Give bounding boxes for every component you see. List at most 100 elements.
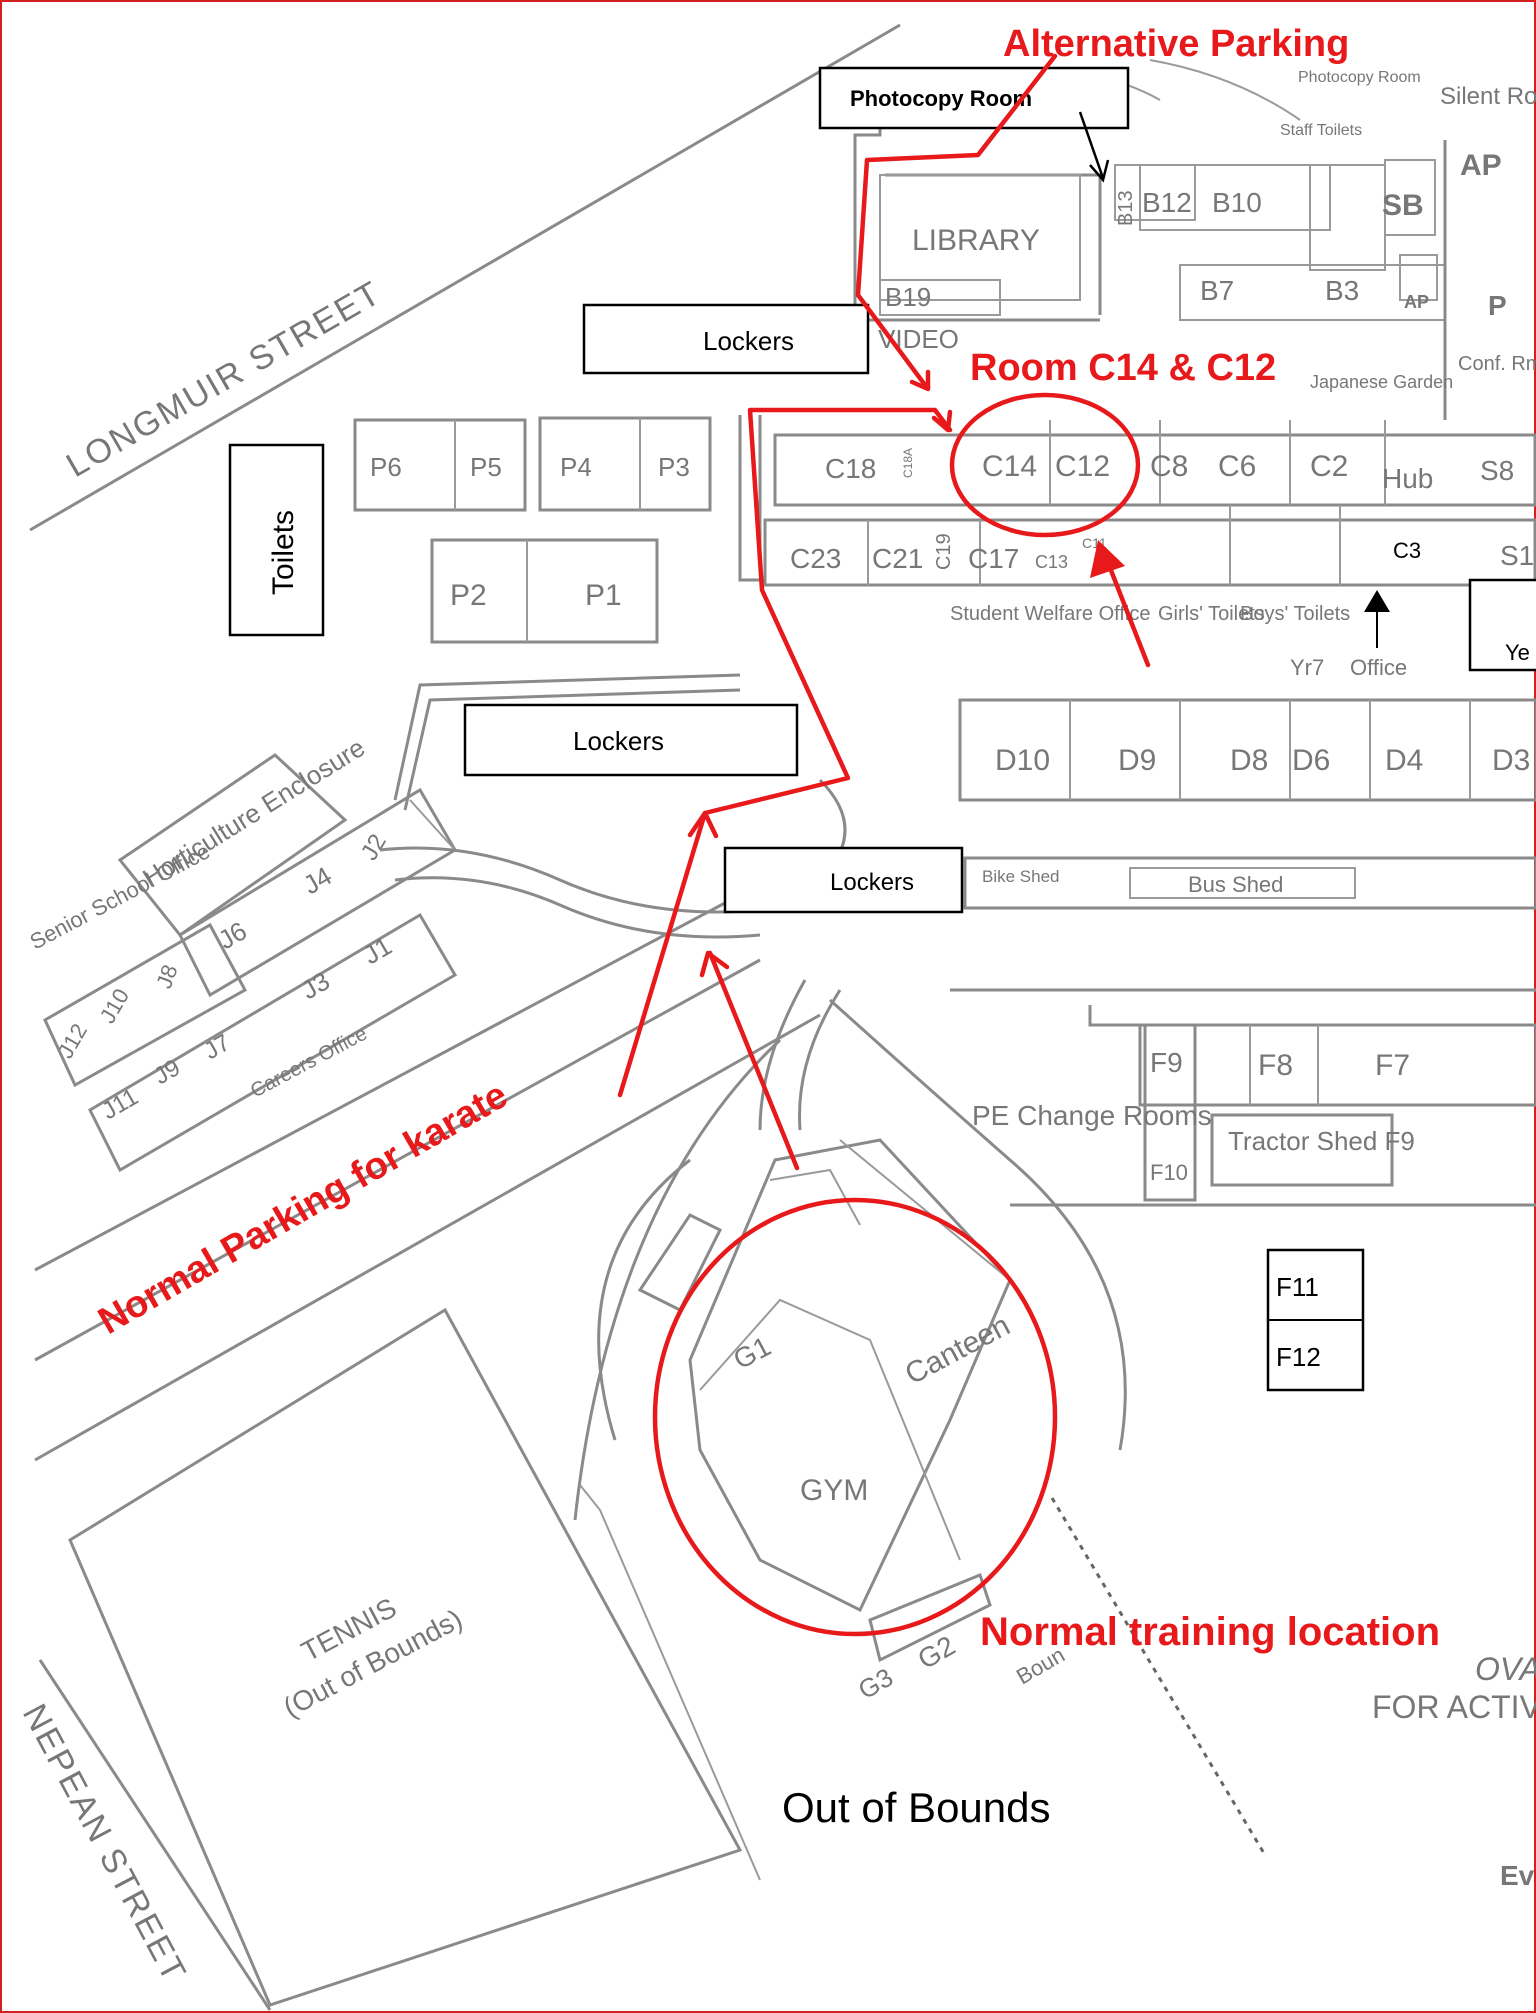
j10-label: J10 bbox=[95, 984, 134, 1027]
j7-label: J7 bbox=[200, 1029, 235, 1065]
gym-label: GYM bbox=[800, 1474, 868, 1507]
s15-label: S15 bbox=[1500, 540, 1536, 571]
j-block: Horticulture Enclosure J2 J4 J6 J8 J10 J… bbox=[26, 732, 458, 1173]
photocopy-arrow-icon bbox=[1089, 159, 1110, 183]
j12-label: J12 bbox=[53, 1019, 92, 1062]
f7-label: F7 bbox=[1375, 1049, 1410, 1082]
careers-office-label: Careers Office bbox=[247, 1023, 371, 1103]
f11-label: F11 bbox=[1276, 1272, 1319, 1302]
tractor-shed-label: Tractor Shed F9 bbox=[1228, 1126, 1415, 1156]
j3-label: J3 bbox=[296, 965, 335, 1005]
conf-rm-label: Conf. Rm. bbox=[1458, 353, 1536, 375]
nepean-street-label: NEPEAN STREET bbox=[15, 1698, 194, 1989]
year-box bbox=[1468, 578, 1536, 672]
photocopy-room-small-label: Photocopy Room bbox=[1298, 69, 1421, 86]
c18-label: C18 bbox=[825, 453, 876, 484]
normal-parking-route bbox=[617, 407, 953, 1098]
f-block: F9 F8 F7 F10 Tractor Shed F9 PE Change R… bbox=[950, 988, 1536, 1207]
lockers-bottom-label: Lockers bbox=[830, 869, 914, 896]
gym-to-lockers-route bbox=[707, 950, 800, 1171]
c3-label: C3 bbox=[1393, 538, 1421, 563]
photocopy-room-box bbox=[818, 66, 1130, 130]
d8-label: D8 bbox=[1230, 744, 1268, 777]
pe-change-rooms-label: PE Change Rooms bbox=[972, 1100, 1212, 1131]
b7-label: B7 bbox=[1200, 275, 1234, 306]
photocopy-room-label: Photocopy Room bbox=[850, 86, 1032, 111]
j9-label: J9 bbox=[150, 1054, 185, 1090]
normal-route-arrowhead-upper bbox=[687, 810, 719, 839]
lockers-mid-box bbox=[463, 703, 799, 777]
c13-label: C13 bbox=[1035, 552, 1068, 572]
c8-label: C8 bbox=[1150, 450, 1188, 483]
office-label: Office bbox=[1350, 655, 1407, 680]
j11-label: J11 bbox=[98, 1083, 143, 1125]
office-arrow-icon bbox=[1364, 590, 1390, 612]
j6-label: J6 bbox=[213, 915, 252, 955]
d6-label: D6 bbox=[1292, 744, 1330, 777]
p-label: P bbox=[1488, 290, 1507, 321]
lockers-bottom-box bbox=[723, 846, 964, 914]
japanese-garden-label: Japanese Garden bbox=[1310, 372, 1453, 392]
c14-label: C14 bbox=[982, 450, 1037, 483]
p2-label: P2 bbox=[450, 579, 487, 612]
normal-training-label: Normal training location bbox=[980, 1610, 1440, 1654]
c17-label: C17 bbox=[968, 543, 1019, 574]
g1-label: G1 bbox=[728, 1330, 776, 1375]
normal-parking-label: Normal Parking for karate bbox=[92, 1074, 515, 1343]
library-label: LIBRARY bbox=[912, 224, 1040, 257]
d-block: D10 D9 D8 D6 D4 D3 bbox=[958, 698, 1536, 802]
lockers-top-label: Lockers bbox=[703, 326, 794, 356]
d10-label: D10 bbox=[995, 744, 1050, 777]
p3-label: P3 bbox=[658, 452, 690, 482]
c21-label: C21 bbox=[872, 543, 923, 574]
c18a-label: C18A bbox=[901, 448, 915, 478]
ap-top-label: AP bbox=[1460, 149, 1502, 182]
boys-toilets-label: Boys' Toilets bbox=[1240, 603, 1350, 625]
g2-label: G2 bbox=[913, 1630, 961, 1676]
for-activ-label: FOR ACTIV bbox=[1372, 1689, 1536, 1725]
p5-label: P5 bbox=[470, 452, 502, 482]
toilets-box bbox=[228, 443, 325, 637]
d4-label: D4 bbox=[1385, 744, 1423, 777]
canteen-label: Canteen bbox=[900, 1309, 1016, 1391]
b19-label: B19 bbox=[885, 282, 931, 312]
lockers-top-box bbox=[582, 303, 870, 375]
d9-label: D9 bbox=[1118, 744, 1156, 777]
f12-label: F12 bbox=[1276, 1342, 1321, 1372]
senior-school-office-label: Senior School Office bbox=[26, 838, 214, 954]
oval-area: OVA FOR ACTIV Ev bbox=[1372, 1651, 1536, 1891]
g3-label: G3 bbox=[853, 1662, 898, 1705]
alternative-parking-route bbox=[855, 53, 1058, 388]
bus-shed-label: Bus Shed bbox=[1188, 872, 1283, 897]
p1-label: P1 bbox=[585, 579, 622, 612]
j4-label: J4 bbox=[298, 860, 337, 900]
rooms-c14-c12-highlight bbox=[949, 392, 1141, 538]
gym-route-arrowhead bbox=[699, 950, 730, 978]
room-c14-c12-label: Room C14 & C12 bbox=[970, 347, 1276, 389]
girls-toilets-label: Girls' Toilets bbox=[1158, 603, 1265, 625]
f8-label: F8 bbox=[1258, 1049, 1293, 1082]
alternative-parking-label: Alternative Parking bbox=[1003, 23, 1349, 65]
j1-label: J1 bbox=[358, 930, 397, 970]
longmuir-street-label: LONGMUIR STREET bbox=[60, 274, 388, 485]
b13-label: B13 bbox=[1115, 190, 1137, 226]
shed-row: Bike Shed Bus Shed bbox=[963, 856, 1536, 910]
p6-label: P6 bbox=[370, 452, 402, 482]
silent-room-label: Silent Room bbox=[1440, 83, 1536, 110]
b10-label: B10 bbox=[1212, 187, 1262, 218]
normal-route-arrowhead-c bbox=[931, 409, 953, 433]
gym-highlight bbox=[652, 1197, 1058, 1637]
boxed-labels: Photocopy Room Lockers Lockers Lockers T… bbox=[228, 66, 1365, 1392]
alternative-route-arrowhead bbox=[909, 369, 931, 392]
bike-shed-label: Bike Shed bbox=[982, 867, 1060, 886]
oval-partial-label: OVA bbox=[1475, 1651, 1536, 1687]
f10-label: F10 bbox=[1150, 1160, 1188, 1185]
toilets-label: Toilets bbox=[267, 510, 300, 595]
c11-pointer-arrowhead-icon bbox=[1090, 540, 1125, 578]
s8-label: S8 bbox=[1480, 455, 1514, 486]
lockers-mid-label: Lockers bbox=[573, 726, 664, 756]
c19-label: C19 bbox=[933, 533, 955, 570]
sb-label: SB bbox=[1382, 189, 1424, 222]
yr7-label: Yr7 bbox=[1290, 655, 1324, 680]
